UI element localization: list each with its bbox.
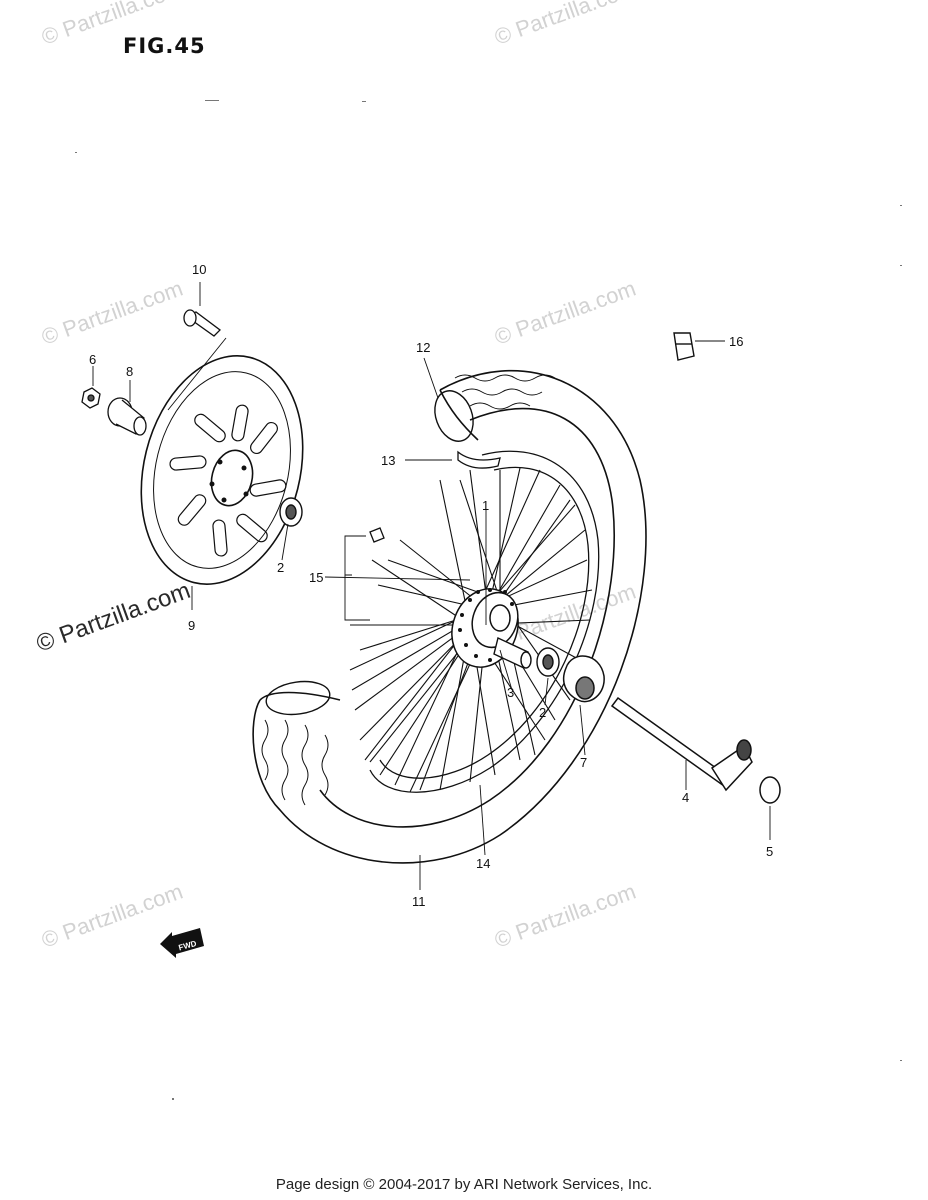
watermark-dark: © Partzilla.com: [33, 577, 194, 658]
callout-12: 12: [416, 340, 430, 355]
callout-7: 7: [580, 755, 587, 770]
spoke-nipple: [369, 527, 385, 543]
forward-arrow-badge: FWD: [160, 928, 204, 958]
leader-lines: [92, 282, 771, 890]
axle-collar: [562, 655, 605, 703]
valve-cap: [673, 332, 695, 361]
callout-13: 13: [381, 453, 395, 468]
callout-15: 15: [309, 570, 323, 585]
rim-band: [457, 450, 501, 469]
callout-2-left: 2: [277, 560, 284, 575]
figure-title: FIG.45: [123, 34, 206, 58]
callout-14: 14: [476, 856, 490, 871]
callout-labels: 1 2 2 3 4 5 6 7 8 9 10 11 12 13 14 15 16: [89, 262, 773, 909]
callout-4: 4: [682, 790, 689, 805]
watermark-mid-left: © Partzilla.com: [38, 276, 186, 350]
callout-16: 16: [729, 334, 743, 349]
watermark-top-right: © Partzilla.com: [491, 0, 639, 50]
axle-nut: [759, 776, 781, 804]
axle: [610, 696, 753, 792]
callout-10: 10: [192, 262, 206, 277]
hex-nut: [81, 387, 101, 409]
callout-9: 9: [188, 618, 195, 633]
callout-5: 5: [766, 844, 773, 859]
flange-collar: [107, 397, 147, 436]
callout-6: 6: [89, 352, 96, 367]
disc-bolt: [183, 309, 221, 337]
spacer: [493, 637, 532, 669]
brake-disc: [140, 355, 304, 585]
scan-specks: [75, 100, 902, 1100]
callout-11: 11: [412, 894, 426, 909]
watermark-bottom-right: © Partzilla.com: [491, 879, 639, 953]
wheel-bearing-right: [536, 647, 560, 677]
watermark-mid-right: © Partzilla.com: [491, 276, 639, 350]
callout-1: 1: [482, 498, 489, 513]
page-footer: Page design © 2004-2017 by ARI Network S…: [275, 1176, 653, 1193]
watermark-top-left: © Partzilla.com: [38, 0, 186, 50]
callout-2-right: 2: [539, 705, 546, 720]
watermarks: © Partzilla.com © Partzilla.com © Partzi…: [33, 0, 639, 953]
wheel-bearing-left: [279, 497, 303, 527]
callout-3: 3: [507, 685, 514, 700]
callout-8: 8: [126, 364, 133, 379]
